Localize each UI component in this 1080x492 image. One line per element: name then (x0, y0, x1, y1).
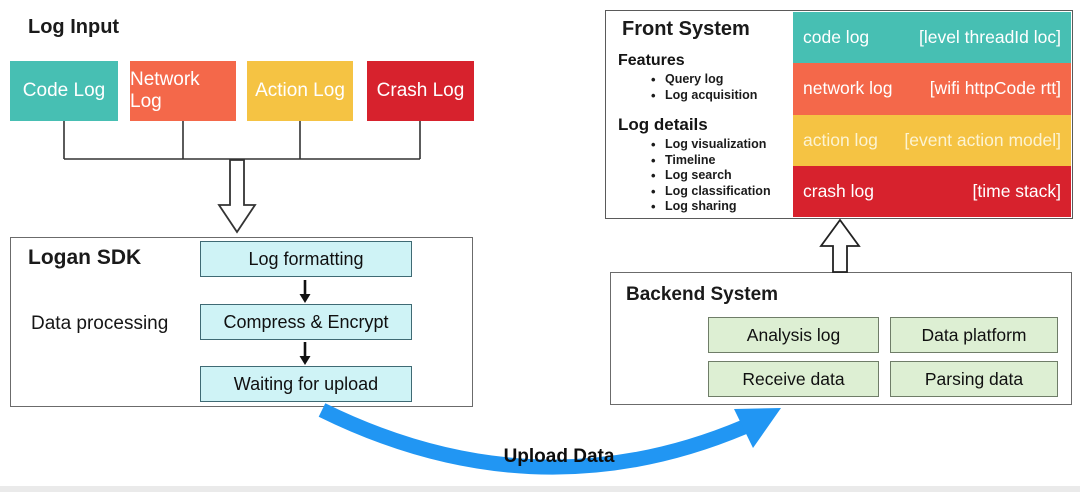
row-detail: [event action model] (904, 129, 1061, 150)
row-label: crash log (803, 180, 875, 201)
log-input-box-crash-log: Crash Log (367, 61, 474, 121)
bottom-strip (0, 486, 1080, 492)
log-details-heading: Log details (618, 115, 708, 134)
data-processing-label: Data processing (31, 313, 169, 334)
log-type-row-code: code log [level threadId loc] (793, 12, 1071, 64)
backend-system-title: Backend System (626, 284, 779, 305)
step-log-formatting: Log formatting (200, 241, 412, 277)
list-item: Log search (651, 168, 771, 184)
log-type-row-action: action log [event action model] (793, 114, 1071, 166)
front-system-title: Front System (622, 18, 750, 40)
backend-box-data-platform: Data platform (890, 317, 1058, 353)
backend-box-analysis-log: Analysis log (708, 317, 879, 353)
log-input-box-action-log: Action Log (247, 61, 353, 121)
row-label: code log (803, 27, 870, 48)
list-item: Timeline (651, 153, 771, 169)
log-type-rows: code log [level threadId loc] network lo… (793, 12, 1071, 217)
connector-tree (63, 121, 421, 160)
row-detail: [wifi httpCode rtt] (929, 78, 1061, 99)
up-block-arrow (819, 218, 861, 273)
row-label: network log (803, 78, 893, 99)
backend-box-receive-data: Receive data (708, 361, 879, 397)
log-type-row-crash: crash log [time stack] (793, 165, 1071, 217)
list-item: Query log (651, 72, 757, 88)
log-input-title: Log Input (28, 16, 120, 38)
features-list: Query log Log acquisition (651, 72, 757, 103)
step-compress-encrypt: Compress & Encrypt (200, 304, 412, 340)
log-details-list: Log visualization Timeline Log search Lo… (651, 137, 771, 215)
list-item: Log sharing (651, 199, 771, 215)
backend-box-parsing-data: Parsing data (890, 361, 1058, 397)
logan-sdk-title: Logan SDK (28, 246, 142, 269)
row-detail: [time stack] (972, 180, 1062, 201)
row-label: action log (803, 129, 878, 150)
step-waiting-upload: Waiting for upload (200, 366, 412, 402)
down-block-arrow (217, 159, 257, 234)
log-input-box-network-log: Network Log (130, 61, 236, 121)
list-item: Log acquisition (651, 88, 757, 104)
list-item: Log classification (651, 184, 771, 200)
log-input-box-code-log: Code Log (10, 61, 118, 121)
log-type-row-network: network log [wifi httpCode rtt] (793, 63, 1071, 115)
list-item: Log visualization (651, 137, 771, 153)
row-detail: [level threadId loc] (918, 27, 1061, 48)
features-heading: Features (618, 52, 685, 69)
upload-data-label: Upload Data (503, 446, 615, 467)
